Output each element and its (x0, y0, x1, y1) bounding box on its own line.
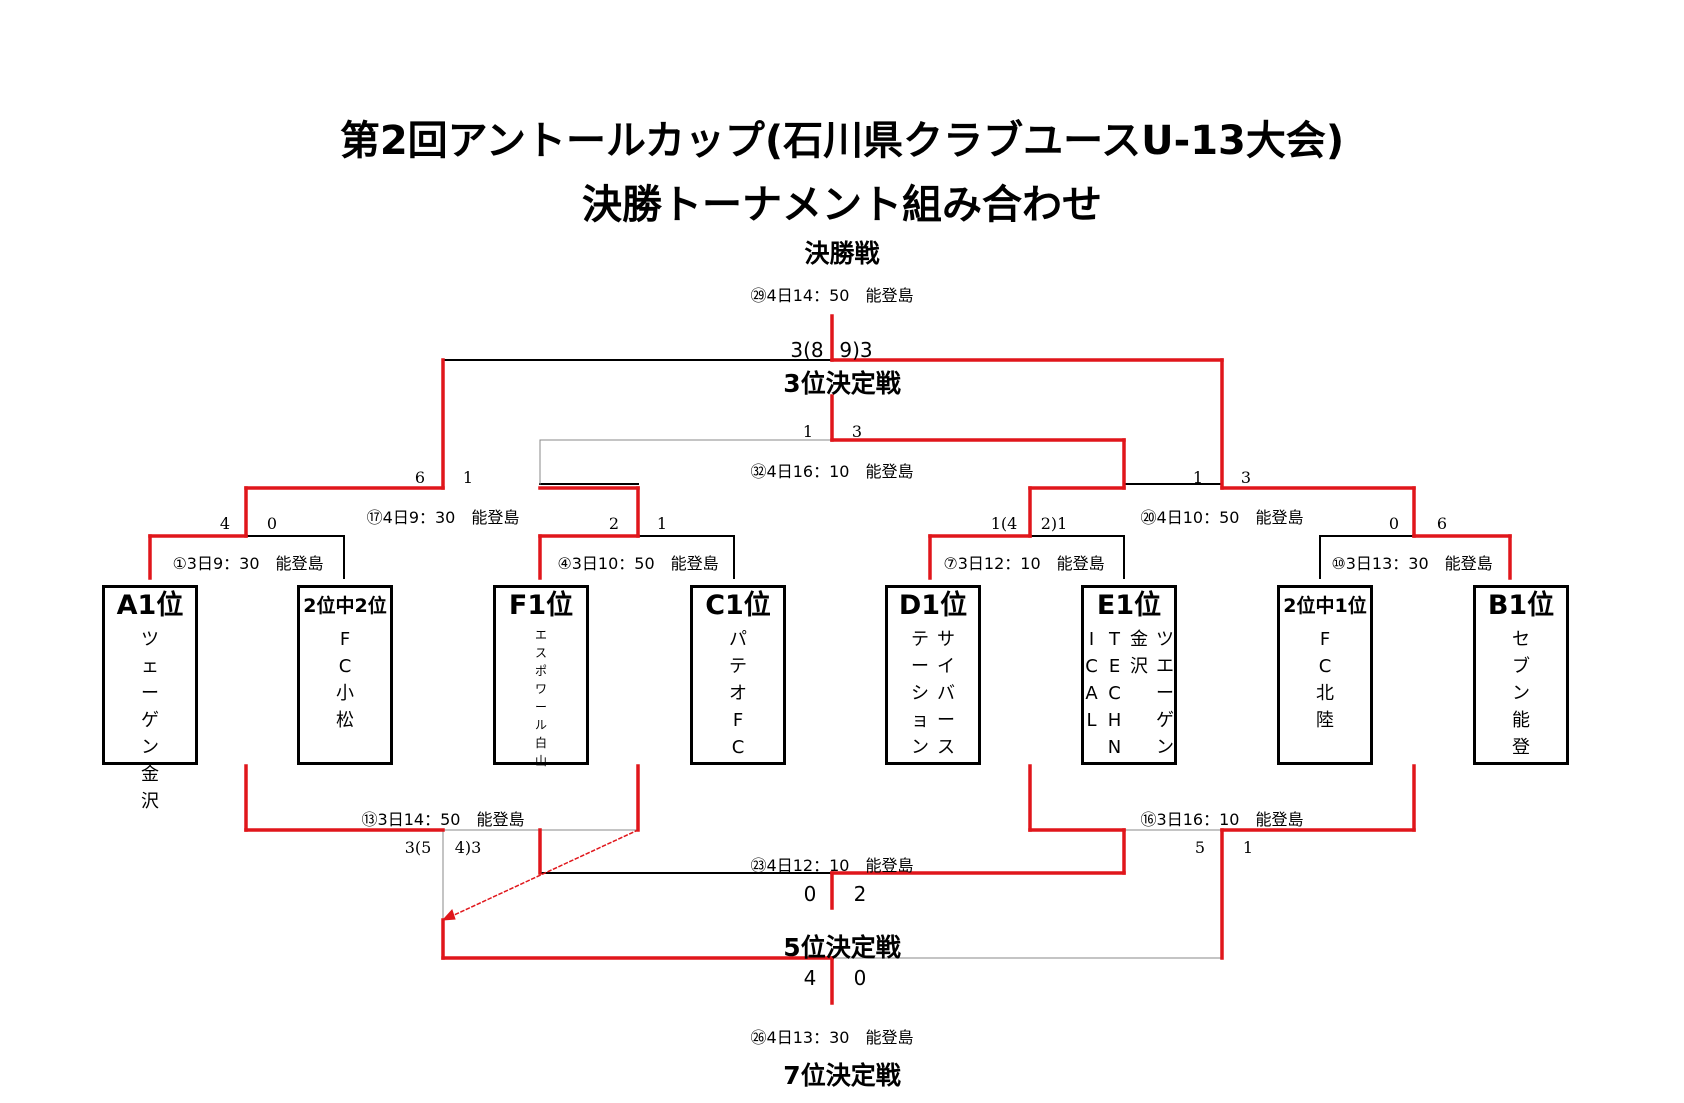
score-final-right: 9)3 (839, 338, 873, 362)
score-m13-right: 4)3 (454, 838, 482, 857)
team-name: テーションサイバース (888, 626, 978, 761)
team-seed: 2位中1位 (1283, 595, 1367, 617)
score-m7-right: 2)1 (1040, 514, 1068, 533)
team-name-column: 金沢 (1130, 629, 1148, 677)
match-info-29: ㉙4日14：50 能登島 (750, 286, 914, 305)
team-seed: C1位 (705, 590, 771, 621)
match-info-32: ㉜4日16：10 能登島 (750, 462, 914, 481)
score-fifth-right: 2 (853, 882, 867, 906)
score-m17-right: 1 (462, 468, 474, 487)
team-box: B1位セブン能登 (1473, 585, 1569, 765)
score-m16-right: 1 (1242, 838, 1254, 857)
team-name: エスポワール白山 (496, 626, 586, 770)
team-name-column: エスポワール白山 (534, 628, 547, 768)
score-m10-left: 0 (1388, 514, 1400, 533)
team-name-column: セブン能登 (1512, 629, 1530, 758)
match-info-20: ⑳4日10：50 能登島 (1140, 508, 1304, 527)
team-seed: F1位 (508, 590, 574, 621)
score-seventh-left: 4 (803, 966, 817, 990)
score-m7-left: 1(4 (990, 514, 1018, 533)
score-final-left: 3(8 (790, 338, 824, 362)
heading-final: 決勝戦 (804, 239, 880, 268)
team-name: ツェーゲン金沢 (105, 626, 195, 815)
team-seed: A1位 (116, 590, 184, 621)
heading-seventh-place: 7位決定戦 (783, 1061, 901, 1090)
score-m16-left: 5 (1194, 838, 1206, 857)
score-fifth-left: 0 (803, 882, 817, 906)
title-line-1: 第2回アントールカップ(石川県クラブユースU-13大会) (339, 118, 1345, 164)
match-info-10: ⑩3日13：30 能登島 (1331, 554, 1493, 573)
title-line-2: 決勝トーナメント組み合わせ (582, 182, 1102, 228)
score-m17-left: 6 (414, 468, 426, 487)
match-info-13: ⑬3日14：50 能登島 (361, 810, 525, 829)
score-m20-right: 3 (1240, 468, 1252, 487)
team-box: A1位ツェーゲン金沢 (102, 585, 198, 812)
team-seed: B1位 (1487, 590, 1555, 621)
team-name-column: ツェーゲン金沢 (141, 629, 159, 812)
team-seed: E1位 (1096, 590, 1162, 621)
score-m10-right: 6 (1436, 514, 1448, 533)
score-m1-left: 4 (219, 514, 231, 533)
score-m1-right: 0 (266, 514, 278, 533)
score-seventh-right: 0 (853, 966, 867, 990)
match-info-16: ⑯3日16：10 能登島 (1140, 810, 1304, 829)
team-seed: 2位中2位 (303, 595, 387, 617)
team-name: セブン能登 (1476, 626, 1566, 761)
match-info-17: ⑰4日9：30 能登島 (366, 508, 520, 527)
match-info-26: ㉖4日13：30 能登島 (750, 1028, 914, 1047)
score-m20-left: 1 (1192, 468, 1204, 487)
score-m13-left: 3(5 (404, 838, 432, 857)
match-info-4: ④3日10：50 能登島 (557, 554, 719, 573)
team-box: D1位テーションサイバース (885, 585, 981, 765)
match-info-1: ①3日9：30 能登島 (172, 554, 324, 573)
team-seed: D1位 (898, 590, 968, 621)
score-third-right: 3 (851, 422, 863, 441)
heading-fifth-place: 5位決定戦 (783, 933, 901, 962)
match-info-23: ㉓4日12：10 能登島 (750, 856, 914, 875)
score-third-left: 1 (802, 422, 814, 441)
heading-third-place: 3位決定戦 (783, 369, 901, 398)
score-m4-left: 2 (608, 514, 620, 533)
match-info-7: ⑦3日12：10 能登島 (943, 554, 1105, 573)
team-name-column: テーション (911, 629, 929, 758)
score-m4-right: 1 (656, 514, 668, 533)
team-name-column: ツエーゲン (1156, 629, 1174, 758)
team-name-column: サイバース (937, 629, 955, 758)
team-box: F1位エスポワール白山 (493, 585, 589, 768)
